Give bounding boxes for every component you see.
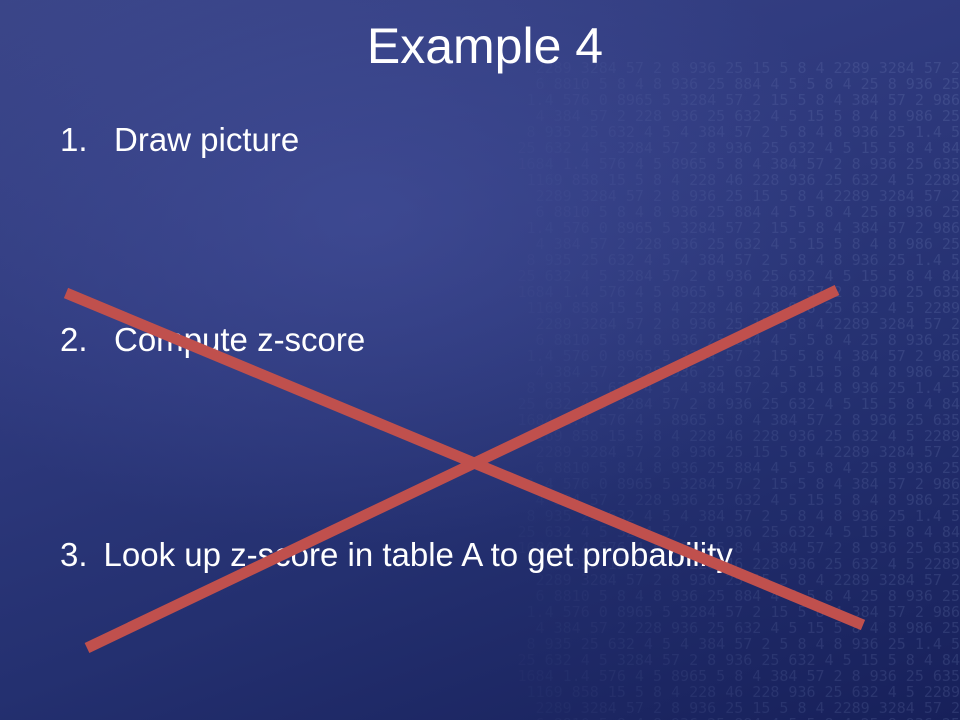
list-item-number: 3. (60, 536, 88, 573)
slide-title: Example 4 (366, 18, 604, 74)
list-item-text: Draw picture (114, 121, 300, 158)
list-item-number: 2. (60, 321, 88, 358)
list-item-text: Compute z-score (114, 321, 366, 358)
list-item-number: 1. (60, 121, 88, 158)
list-item: 1. Draw picture (60, 118, 299, 162)
list-item: 2. Compute z-score (60, 318, 365, 362)
list-item-text: Look up z-score in table A to get probab… (103, 536, 733, 573)
list-item: 3. Look up z-score in table A to get prob… (60, 533, 733, 577)
background-number-texture: 2289 3284 57 2 8 936 25 15 5 8 4 2289 32… (517, 60, 960, 720)
